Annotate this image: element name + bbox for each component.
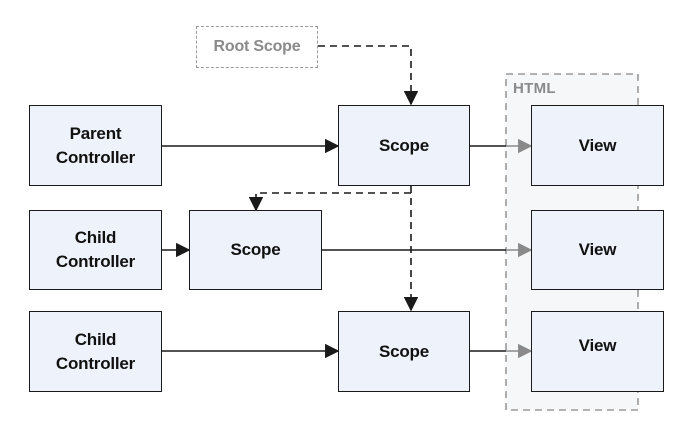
child-controller-box: Child Controller xyxy=(29,210,162,290)
parent-controller-box: Parent Controller xyxy=(29,105,162,186)
child-controller-box: Child Controller xyxy=(29,311,162,392)
scope-box: Scope xyxy=(189,210,322,290)
view-box: View xyxy=(531,105,664,186)
root-scope-box: Root Scope xyxy=(196,26,318,68)
scope-box: Scope xyxy=(338,105,470,186)
view-box: View xyxy=(531,311,664,392)
scope1-to-scope2-connector xyxy=(248,192,411,212)
html-label: HTML xyxy=(513,80,556,97)
root-to-scope1-connector xyxy=(318,45,419,106)
view-box: View xyxy=(531,210,664,290)
scope-box: Scope xyxy=(338,311,470,392)
